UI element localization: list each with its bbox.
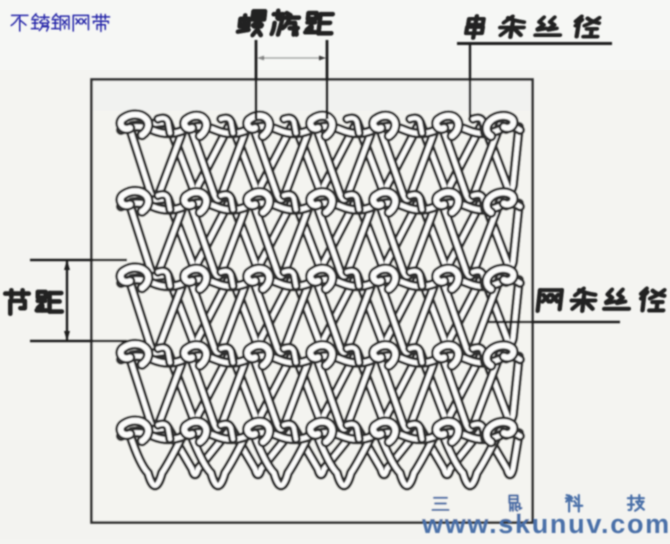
svg-text:www.skunuv.com: www.skunuv.com: [421, 509, 670, 539]
